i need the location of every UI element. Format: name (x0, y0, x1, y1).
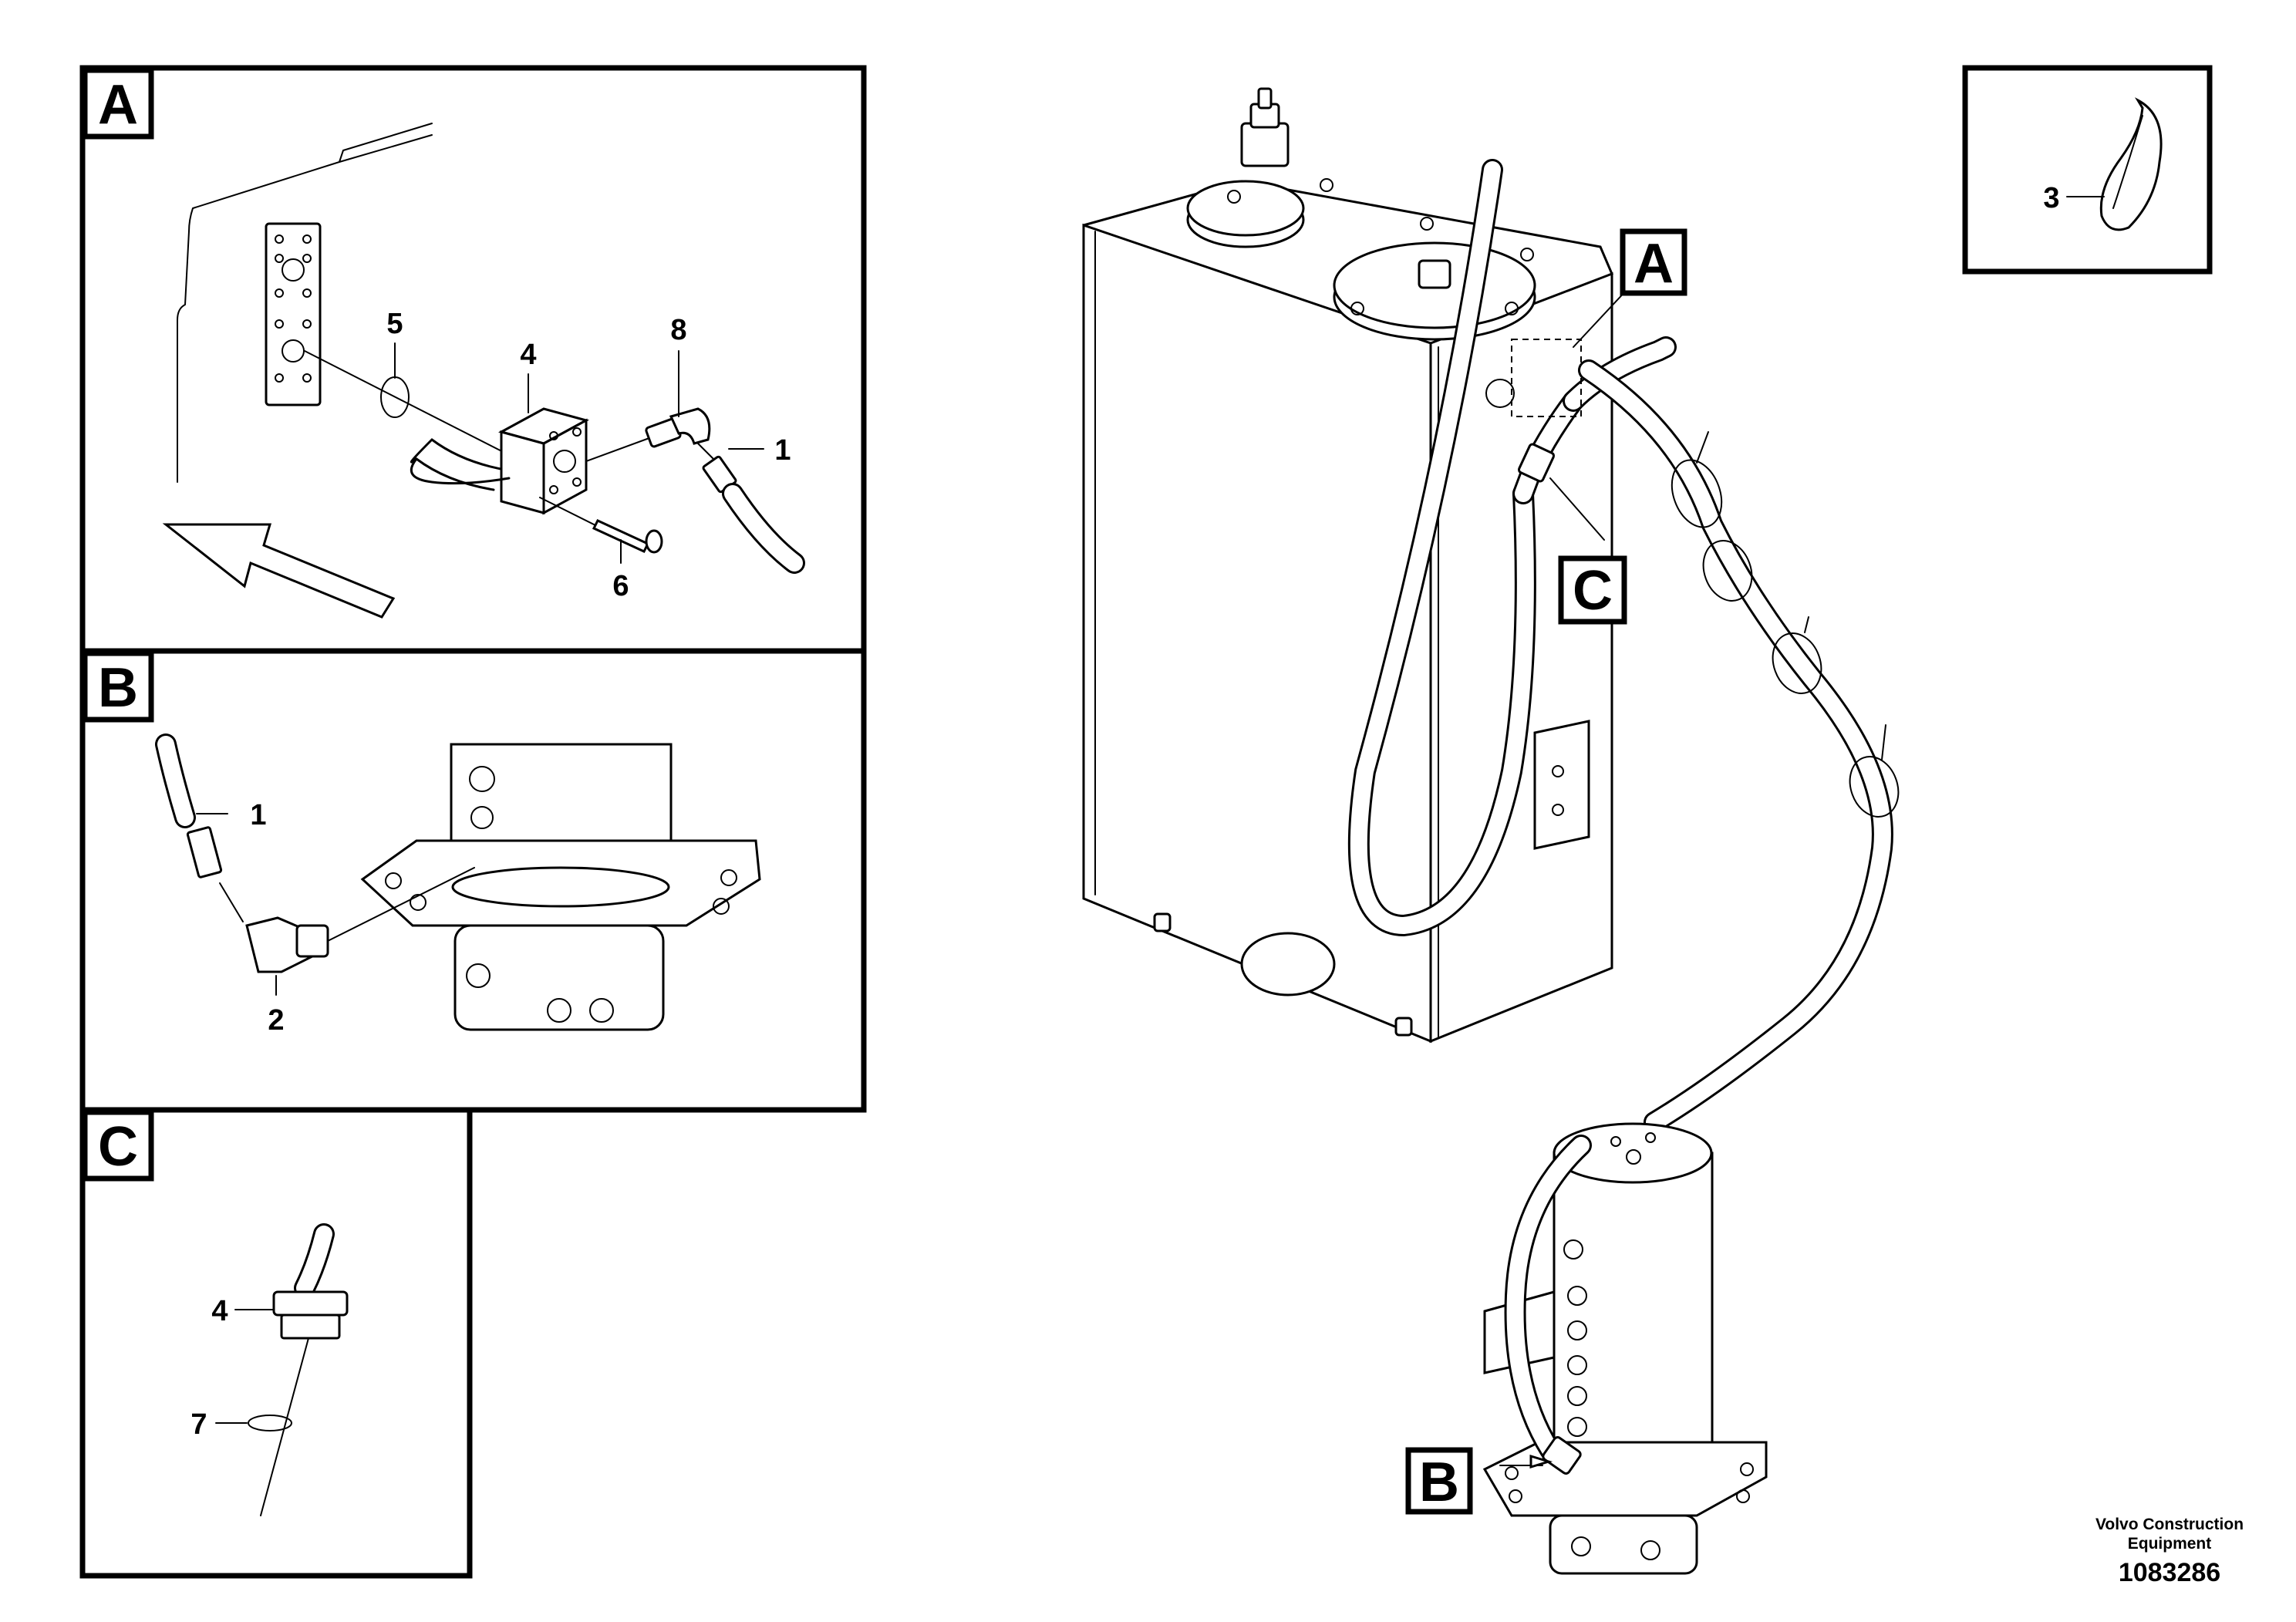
hose-end-fitting-4 (272, 1290, 349, 1340)
document-number: 1083286 (2119, 1558, 2220, 1587)
company-name-line2: Equipment (2128, 1535, 2212, 1553)
company-name-line1: Volvo Construction (2095, 1516, 2244, 1533)
part-number-label: 3 (2043, 182, 2059, 214)
adapter-block-4 (498, 407, 589, 515)
cable-tie-panel: 3 (1962, 65, 2213, 275)
callout-a: A (1633, 233, 1674, 295)
direction-arrow (162, 523, 396, 619)
part-number-label: 8 (670, 314, 686, 346)
panel-b-tag-box (82, 650, 154, 723)
elbow-fitting-8 (645, 407, 711, 448)
part-number-label: 5 (386, 308, 403, 340)
panel-a-tag-box (82, 67, 154, 140)
hose-fitting-1b (186, 826, 223, 878)
callout-b: B (1419, 1452, 1459, 1513)
elbow-fitting-2 (245, 916, 329, 973)
panel-b-tag: B (98, 657, 138, 719)
panel-c-tag: C (98, 1116, 138, 1178)
part-number-label: 4 (211, 1295, 228, 1327)
mounting-plate (265, 222, 322, 406)
elbow-fitting-main (1542, 1436, 1582, 1475)
part-number-label: 1 (250, 799, 266, 831)
hidden-fitting-outline (1511, 339, 1582, 417)
part-number-label: 2 (268, 1004, 284, 1037)
callout-b-box (1405, 1447, 1473, 1515)
main-assembly: A C B (1082, 87, 1900, 1575)
part-number-label: 7 (190, 1408, 207, 1441)
bolt-6 (592, 519, 650, 553)
wall-outline (177, 134, 433, 483)
detail-panel-c: C 4 7 (79, 1107, 473, 1579)
callout-c: C (1573, 560, 1613, 622)
detail-panel-a: A (79, 65, 867, 654)
part-number-label: 6 (612, 570, 629, 602)
swivel-joint (360, 743, 761, 1031)
callout-a-box (1620, 228, 1687, 296)
detail-panel-b: B 1 2 (79, 648, 867, 1113)
panel-c-tag-box (82, 1109, 154, 1182)
footer: Volvo Construction Equipment 1083286 (2095, 1516, 2244, 1587)
panel-a-tag: A (98, 74, 138, 136)
part-number-label: 1 (774, 434, 791, 467)
hose-fitting-c (1517, 443, 1556, 483)
part-number-label: 4 (520, 339, 536, 371)
callout-c-box (1558, 555, 1627, 625)
o-ring-7 (248, 1415, 292, 1431)
